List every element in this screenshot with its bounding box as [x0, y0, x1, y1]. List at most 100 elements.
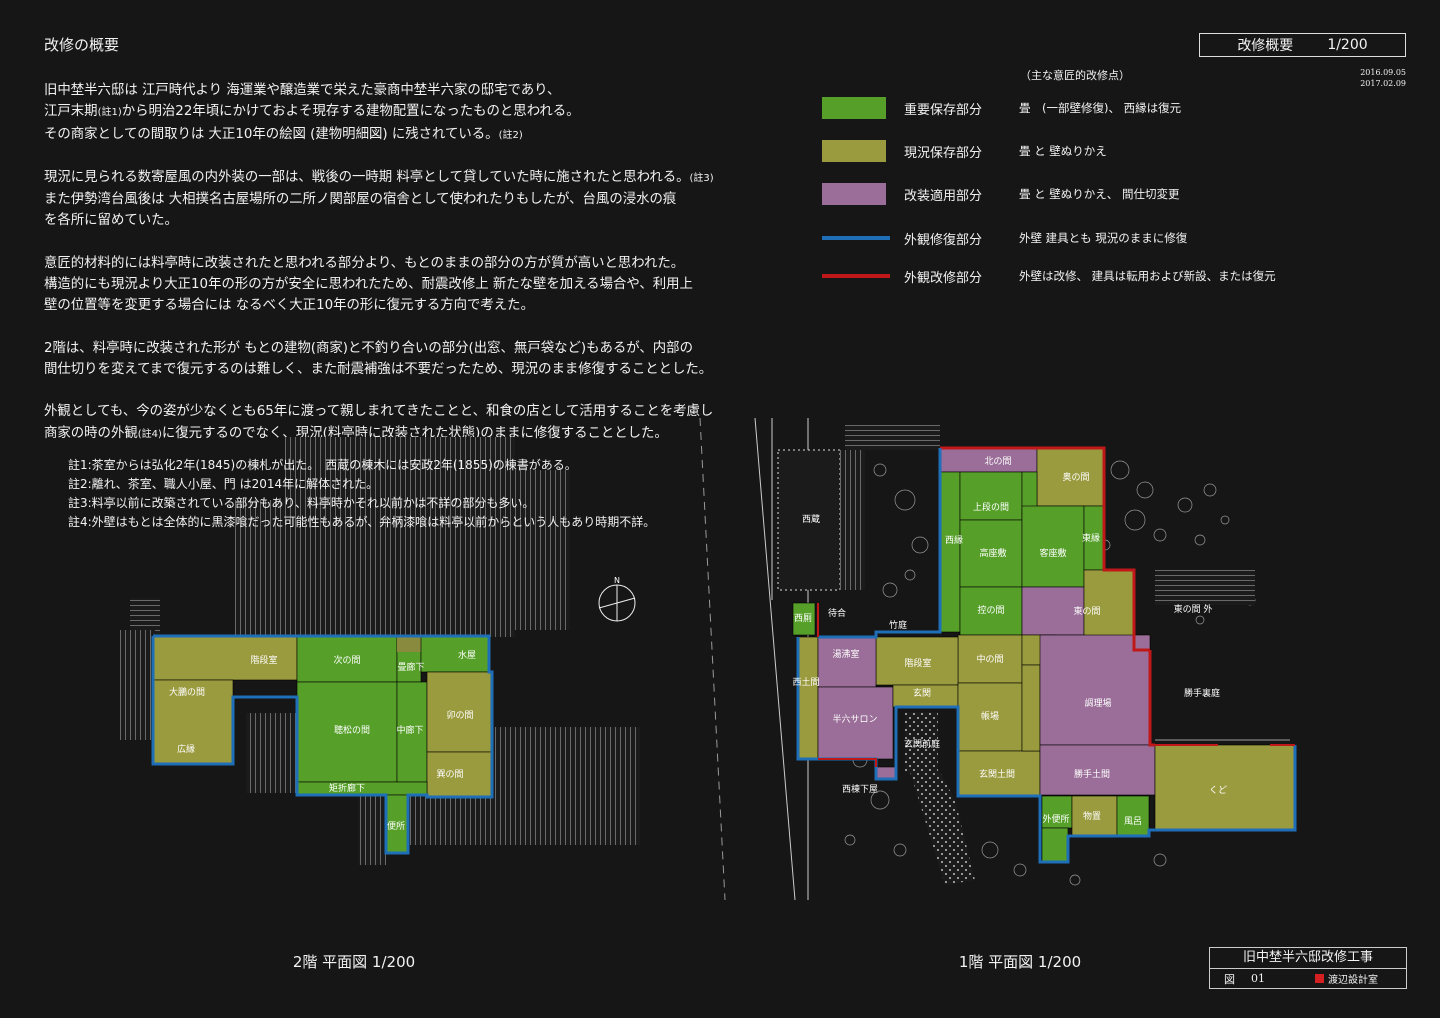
room-fill: [817, 686, 894, 760]
room-fill: [396, 681, 428, 783]
room-label: 竹庭: [889, 619, 907, 631]
room-label: 次の間: [333, 654, 360, 666]
room-label: 便所: [387, 820, 405, 832]
room-label: 西厠: [794, 613, 812, 624]
footnote: 註1:茶室からは弘化2年(1845)の棟札が出た。 西蔵の棟木には安政2年(18…: [68, 458, 577, 472]
room-fill: [939, 471, 961, 633]
room-label: 勝手土間: [1074, 768, 1110, 780]
room-fill: [296, 635, 398, 683]
room-label: 聴松の間: [334, 724, 370, 736]
exterior-renovate-line: [818, 758, 877, 767]
room-label: 中廊下: [396, 724, 423, 736]
room-fill: [875, 636, 959, 686]
legend-item-exterior-renovate: 外観改修部分 外壁は改修、 建具は転用および新設、または復元: [822, 265, 1276, 287]
paragraph-3: 意匠的材料的には料亭時に改装されたと思われる部分より、もとのままの部分の方が質が…: [44, 255, 693, 314]
room-label: 玄関前庭: [904, 738, 940, 750]
room-fill: [817, 636, 877, 688]
legend-swatch: [822, 140, 886, 162]
footnotes: 註1:茶室からは弘化2年(1845)の棟札が出た。 西蔵の棟木には安政2年(18…: [68, 456, 655, 532]
legend-swatch: [822, 97, 886, 119]
room-label: 西縁: [945, 534, 963, 546]
figure-label: 図: [1224, 972, 1235, 986]
revision-dates: 2016.09.05 2017.02.09: [1360, 68, 1406, 88]
room-fill: [296, 681, 398, 783]
paragraph-1: 旧中埜半六邸は 江戸時代より 海運業や醸造業で栄えた豪商中埜半六家の邸宅であり、…: [44, 83, 580, 142]
west-storehouse: [777, 449, 841, 591]
room-label: 湯沸室: [832, 648, 859, 660]
exterior-restore-line: [151, 634, 494, 855]
room-label: 奥の間: [1062, 471, 1089, 483]
room-label: 半六サロン: [832, 713, 877, 725]
sheet-scale: 1/200: [1327, 37, 1368, 53]
room-fill: [797, 636, 819, 760]
description-text: 旧中埜半六邸は 江戸時代より 海運業や醸造業で栄えた豪商中埜半六家の邸宅であり、…: [44, 80, 734, 466]
roof-area: [1155, 570, 1255, 605]
office-logo-icon: [1315, 974, 1324, 983]
roof-area: [358, 795, 386, 865]
room-label: 北の間: [984, 456, 1011, 467]
exterior-restore-line: [796, 637, 818, 761]
room-label: 物置: [1083, 810, 1101, 822]
room-label: 上段の間: [973, 501, 1009, 513]
room-fill: [1154, 744, 1296, 831]
room-label: 矩折廊下: [329, 782, 365, 794]
room-fill: [1036, 447, 1105, 507]
legend-swatch: [822, 183, 886, 205]
room-label: 帳場: [981, 710, 999, 722]
room-label: 風呂: [1124, 816, 1142, 827]
room-label: 階段室: [904, 657, 931, 669]
paragraph-4: 2階は、料亭時に改装された形が もとの建物(商家)と不釣り合いの部分(出窓、無戸…: [44, 340, 713, 377]
plan2-caption: 2階 平面図 1/200: [293, 953, 415, 971]
exterior-restore-line: [818, 448, 942, 639]
roof-area: [120, 630, 155, 740]
room-label: 客座敷: [1039, 547, 1066, 559]
room-label: 水屋: [458, 649, 476, 661]
legend-item-renovation: 改装適用部分 畳 と 壁ぬりかえ、 間仕切変更: [822, 183, 1179, 205]
road-edge: [754, 417, 796, 901]
north-label: N: [614, 576, 620, 585]
footnote: 註3:料亭以前に改築されている部分もあり、料亭時かそれ以前かは不詳の部分も多い。: [68, 496, 535, 510]
room-label: 西蔵: [802, 513, 820, 525]
roof-area: [490, 727, 640, 845]
road-centerline: [699, 417, 726, 901]
room-label: 広縁: [177, 743, 195, 755]
sheet-title: 改修概要: [1237, 38, 1294, 54]
room-label: 大鵬の間: [169, 686, 205, 698]
room-label: 待合: [828, 607, 846, 619]
exterior-restore-line: [818, 705, 1297, 864]
legend-line: [822, 274, 890, 278]
room-label: 巽の間: [436, 769, 463, 780]
room-label: 西棟下屋: [842, 783, 878, 795]
room-fill: [420, 635, 490, 673]
exterior-renovate-line: [940, 446, 1150, 652]
room-fill: [1041, 795, 1073, 829]
room-fill: [1071, 795, 1118, 837]
exterior-renovate-line: [1148, 650, 1155, 747]
room-label: くど: [1209, 785, 1227, 796]
roof-area: [285, 437, 515, 637]
north-arrow-icon: [598, 597, 636, 609]
roof-area: [408, 795, 498, 845]
paragraph-5: 外観としても、今の姿が少なくとも65年に渡って親しまれてきたことと、和食の店とし…: [44, 404, 714, 441]
room-fill: [152, 679, 234, 765]
sheet-title-box: 改修概要 1/200: [1199, 33, 1406, 57]
room-label: 中の間: [976, 653, 1003, 665]
garden-stones: [839, 460, 1256, 886]
room-fill: [397, 636, 421, 652]
entrance-garden-path: [910, 772, 975, 885]
legend-item-current-preserve: 現況保存部分 畳 と 壁ぬりかえ: [822, 140, 1107, 162]
room-fill: [957, 682, 1023, 752]
room-fill: [426, 671, 493, 753]
room-fill: [959, 471, 1023, 521]
room-label: 玄関土間: [979, 768, 1015, 780]
room-fill: [875, 766, 897, 780]
room-label: 東の間: [1073, 605, 1100, 617]
roof-area: [235, 500, 295, 640]
first-floor-plan: 北の間 奥の間 上段の間 西縁 高座敷 客座敷 東縁 西蔵 控の間 東の間 東の…: [699, 417, 1297, 971]
entrance-garden-gravel: [905, 712, 938, 772]
roof-area: [246, 713, 296, 793]
room-fill: [426, 751, 493, 798]
room-fill: [1021, 664, 1041, 752]
plan1-caption: 1階 平面図 1/200: [959, 953, 1081, 971]
room-label: 玄関: [913, 687, 931, 699]
